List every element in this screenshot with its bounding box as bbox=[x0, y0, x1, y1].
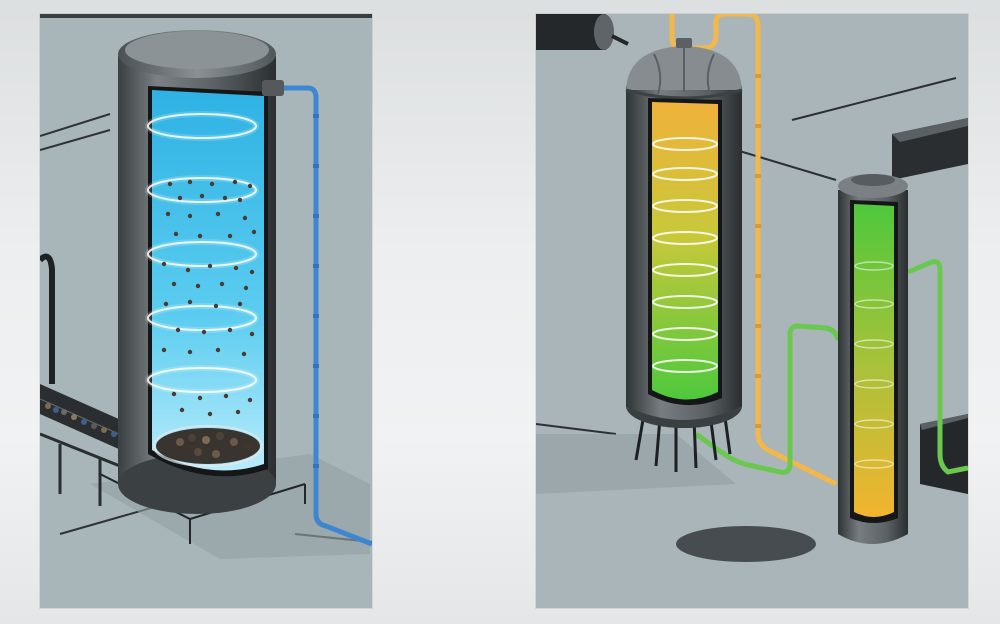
blue-pipe bbox=[284, 85, 372, 547]
pipe-connector bbox=[262, 80, 284, 96]
water-column bbox=[152, 90, 264, 471]
horizontal-tank bbox=[536, 14, 629, 50]
aeration-rings bbox=[147, 113, 257, 393]
conveyor bbox=[40, 384, 131, 506]
water-tank-illustration bbox=[40, 14, 372, 608]
left-small-pipe bbox=[40, 253, 55, 384]
sediment-pile bbox=[153, 425, 263, 467]
collection-column bbox=[838, 174, 908, 544]
column-shadow bbox=[536, 434, 736, 494]
right-column-shadow bbox=[676, 526, 816, 562]
conveyor-material bbox=[45, 403, 117, 437]
left-illustration-panel bbox=[40, 14, 372, 608]
green-pipe-left bbox=[694, 323, 841, 475]
tank-top-surface bbox=[125, 31, 269, 69]
equipment-box bbox=[892, 118, 968, 180]
distillation-column bbox=[625, 38, 743, 472]
suspended-particles bbox=[161, 179, 257, 417]
pipe-joints bbox=[313, 114, 319, 468]
distillation-illustration bbox=[536, 14, 968, 608]
green-pipe-right bbox=[907, 259, 968, 475]
top-strip bbox=[40, 14, 372, 18]
column-trays bbox=[652, 137, 718, 373]
right-illustration-panel bbox=[536, 14, 968, 608]
equipment-box-bottom bbox=[920, 414, 968, 494]
yellow-pipe-joints bbox=[755, 74, 761, 428]
column-levels bbox=[854, 261, 894, 469]
